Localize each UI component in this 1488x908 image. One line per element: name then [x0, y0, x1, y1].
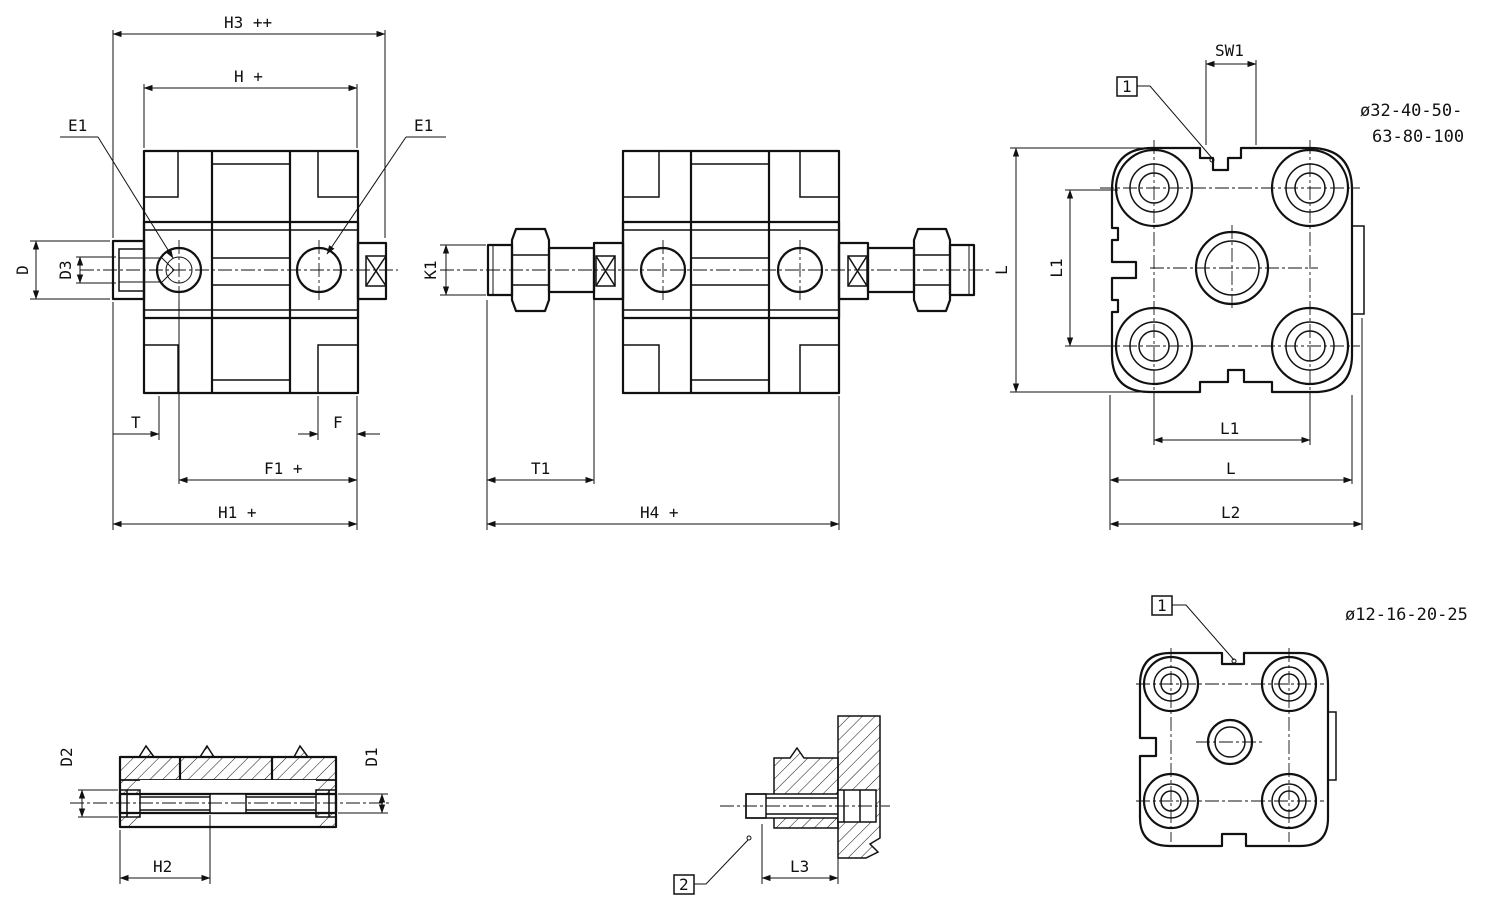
label-d3: D3	[56, 260, 75, 279]
note-large-bores-line2: 63-80-100	[1372, 127, 1464, 147]
label-l3: L3	[790, 857, 809, 876]
label-t: T	[131, 413, 141, 432]
note-small-bores: ø12-16-20-25	[1345, 605, 1468, 625]
callout-2: 2	[679, 875, 689, 894]
label-d2: D2	[57, 747, 76, 766]
label-h4: H4 +	[640, 503, 679, 522]
section-view-screw-mount: L3 2	[673, 715, 890, 895]
label-l-horizontal: L	[1226, 459, 1236, 478]
section-view-through-mount: D2 D1 H2	[57, 744, 390, 884]
label-k1: K1	[421, 260, 440, 279]
label-l2: L2	[1221, 503, 1240, 522]
callout-1-top: 1	[1122, 77, 1132, 96]
label-h: H +	[234, 67, 263, 86]
label-l1-horizontal: L1	[1220, 419, 1239, 438]
side-view-through-rod: K1 T1 H4 +	[421, 149, 990, 530]
label-d1: D1	[362, 747, 381, 766]
label-l-vertical: L	[992, 265, 1011, 275]
note-large-bores-line1: ø32-40-50-	[1360, 101, 1462, 121]
label-sw1: SW1	[1215, 41, 1244, 60]
label-e1-left: E1	[68, 116, 87, 135]
label-h1: H1 +	[218, 503, 257, 522]
label-t1: T1	[531, 459, 550, 478]
callout-1-bottom: 1	[1157, 596, 1167, 615]
label-h2: H2	[153, 857, 172, 876]
label-f: F	[333, 413, 343, 432]
label-e1-right: E1	[414, 116, 433, 135]
label-l1-vertical: L1	[1047, 258, 1066, 277]
label-f1: F1 +	[264, 459, 303, 478]
label-d: D	[13, 265, 32, 275]
label-h3: H3 ++	[224, 13, 272, 32]
end-view-large-bores: 1 SW1 L L1 L1 L L2 ø32-40-50- 63-80-100	[992, 41, 1464, 530]
side-view-single-rod: H3 ++ H + E1 E1 D D3 T F F1 + H1 +	[13, 13, 446, 530]
end-view-small-bores: 1 ø12-16-20-25	[1136, 595, 1468, 848]
